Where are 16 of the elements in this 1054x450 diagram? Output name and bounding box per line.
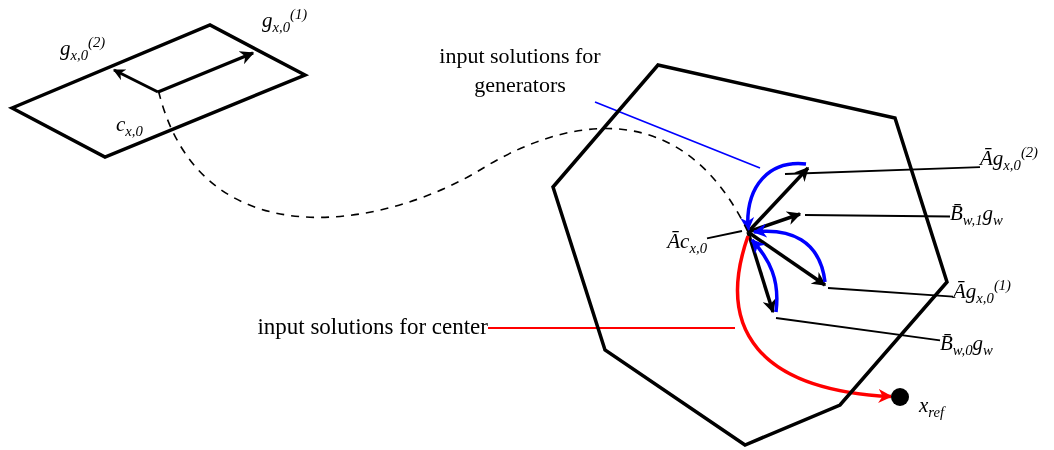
annotation-text: input solutions for generators [438,42,602,99]
annotation-text: input solutions for center [256,313,488,341]
leader-line [487,327,736,329]
leader-line [784,166,981,175]
math-label: x$_{ref}$ [919,392,945,422]
math-label: c$_{x,0}$ [116,111,143,141]
math-label: B̄$_{w,0}$g$_{w}$ [940,330,993,360]
math-label: Āc$_{x,0}$ [665,228,707,258]
leader-line [827,287,954,298]
leader-line [706,230,743,240]
leader-line [775,317,941,342]
dashed-curve [157,90,749,233]
leader-line [594,101,761,169]
leader-line [804,214,951,218]
math-label: B̄$_{w,1}$g$_{w}$ [950,200,1003,230]
arrow [736,235,893,403]
